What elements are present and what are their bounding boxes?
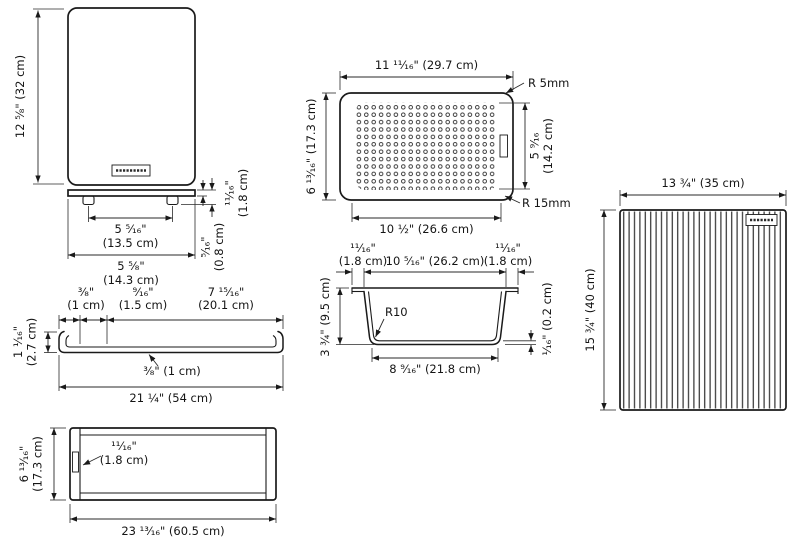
brand-logo-icon	[499, 134, 508, 158]
board-foot-left	[82, 195, 95, 206]
mat-rollers	[621, 211, 785, 409]
board-front-dim-lines	[33, 8, 64, 185]
colander-height-label: 3 ¾" (9.5 cm)	[318, 277, 332, 357]
rail-height-label-in: 1 ¹⁄₁₆"	[11, 326, 25, 358]
rail-span-label-cm: (20.1 cm)	[198, 298, 254, 312]
feet-spacing-label-in: 5 ⁵⁄₁₆"	[114, 222, 146, 236]
board-width-label-in: 5 ⁵⁄₈"	[117, 259, 144, 273]
colander-radius-bottom-label: R 15mm	[522, 196, 571, 210]
colander-inner-radius-label: R10	[385, 305, 408, 319]
rail-side-view: ³⁄₈" (1 cm) ⁹⁄₁₆" (1.5 cm) 7 ¹⁵⁄₁₆" (20.…	[11, 285, 284, 405]
colander-outer-depth-label: 6 ¹³⁄₁₆" (17.3 cm)	[304, 98, 318, 194]
rail-outline	[58, 330, 284, 354]
rail-dim-lines	[44, 315, 284, 391]
colander-side-view: ¹¹⁄₁₆" (1.8 cm) 10 ⁵⁄₁₆" (26.2 cm) ¹¹⁄₁₆…	[318, 241, 554, 376]
rail-hook-offset-label-in: ⁹⁄₁₆"	[132, 285, 153, 299]
board-total-height-label-cm: (1.8 cm)	[236, 169, 250, 217]
tray-top-view: ¹¹⁄₁₆" (1.8 cm) 6 ¹³⁄₁₆" (17.3 cm) 23 ¹³…	[17, 427, 277, 538]
lip-right-label-cm: (1.8 cm)	[484, 254, 532, 268]
rail-total-length-label: 21 ¼" (54 cm)	[129, 391, 212, 405]
rail-inner-line	[65, 335, 277, 348]
rail-bar-thickness-label: ³⁄₈" (1 cm)	[143, 364, 201, 378]
lip-left-label-in: ¹¹⁄₁₆"	[350, 241, 376, 255]
rail-span-label-in: 7 ¹⁵⁄₁₆"	[208, 285, 245, 299]
board-side-view: 5 ⁵⁄₁₆" (13.5 cm) 5 ⁵⁄₈" (14.3 cm) ¹¹⁄₁₆…	[67, 169, 250, 287]
colander-outer-width-label: 11 ¹¹⁄₁₆" (29.7 cm)	[375, 58, 478, 72]
board-total-height-label-in: ¹¹⁄₁₆"	[223, 180, 237, 206]
feet-spacing-label-cm: (13.5 cm)	[103, 236, 159, 250]
colander-top-dim-lines	[322, 71, 530, 222]
brand-logo-icon	[745, 214, 778, 226]
tray-depth-label-cm: (17.3 cm)	[31, 436, 45, 492]
roller-mat-view: 13 ¾" (35 cm) 15 ¾" (40 cm)	[583, 176, 787, 411]
board-side-outline	[67, 189, 196, 197]
board-side-dim-lines	[67, 178, 216, 259]
colander-perf-depth-label-cm: (14.2 cm)	[541, 118, 555, 174]
tray-total-length-label: 23 ¹³⁄₁₆" (60.5 cm)	[121, 524, 224, 538]
brand-logo-icon	[72, 451, 79, 473]
tray-outline	[69, 427, 277, 501]
lip-right-label-in: ¹¹⁄₁₆"	[495, 241, 521, 255]
colander-base-gap-label: ¹⁄₁₆" (0.2 cm)	[540, 282, 554, 355]
lip-left-label-cm: (1.8 cm)	[339, 254, 387, 268]
colander-radius-top-label: R 5mm	[528, 76, 569, 90]
tray-dim-lines	[50, 427, 277, 523]
rail-height-label-cm: (2.7 cm)	[25, 318, 39, 366]
rail-hook-width-label-in: ³⁄₈"	[78, 285, 94, 299]
tray-frame-label-cm: (1.8 cm)	[100, 453, 148, 467]
tray-frame-label-in: ¹¹⁄₁₆"	[111, 439, 137, 453]
colander-perf-depth-label-in: 5 ⁹⁄₁₆	[528, 132, 542, 159]
colander-inner-width-label: 10 ½" (26.6 cm)	[379, 222, 473, 236]
rail-hook-width-label-cm: (1 cm)	[67, 298, 104, 312]
mat-height-label: 15 ¾" (40 cm)	[583, 268, 597, 351]
tray-depth-label-in: 6 ¹³⁄₁₆"	[17, 446, 31, 483]
board-width-label-cm: (14.3 cm)	[103, 273, 159, 287]
colander-base-width-label: 8 ⁹⁄₁₆" (21.8 cm)	[389, 362, 480, 376]
mat-dim-lines	[600, 190, 787, 411]
colander-top-view: 11 ¹¹⁄₁₆" (29.7 cm) R 5mm 6 ¹³⁄₁₆" (17.3…	[304, 58, 571, 236]
board-outline	[67, 7, 196, 186]
board-front-height-label: 12 ⁵⁄₈" (32 cm)	[13, 55, 27, 138]
board-thickness-label-in: ⁵⁄₁₆"	[199, 236, 213, 257]
colander-side-outline	[351, 287, 519, 346]
colander-side-dim-lines	[336, 268, 536, 362]
board-thickness-label-cm: (0.8 cm)	[212, 223, 226, 271]
board-front-view: 12 ⁵⁄₈" (32 cm)	[13, 7, 196, 186]
mat-width-label: 13 ¾" (35 cm)	[661, 176, 744, 190]
perforation-field	[356, 102, 497, 190]
rail-hook-offset-label-cm: (1.5 cm)	[119, 298, 167, 312]
board-foot-right	[166, 195, 179, 206]
brand-logo-icon	[111, 164, 151, 177]
colander-top-width-label: 10 ⁵⁄₁₆" (26.2 cm)	[386, 254, 485, 268]
